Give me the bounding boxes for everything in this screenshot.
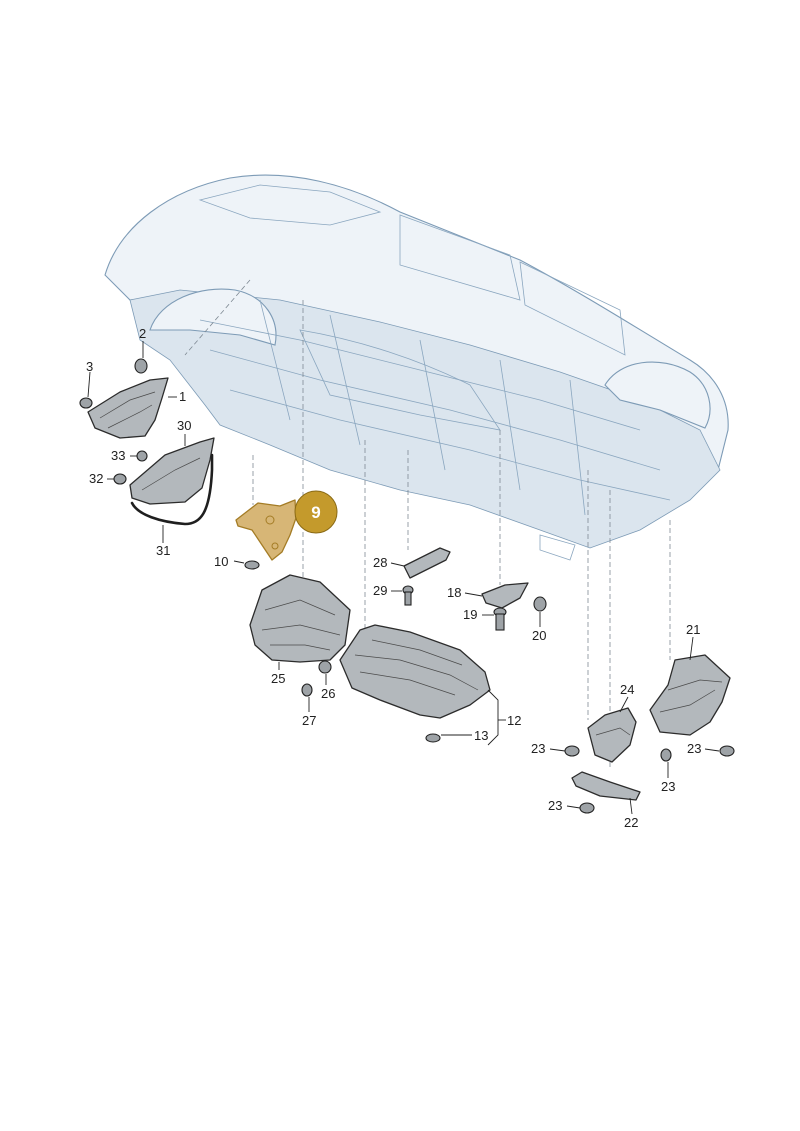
callout-22: 22: [624, 815, 638, 830]
callout-32: 32: [89, 471, 103, 486]
callout-23d: 23: [548, 798, 562, 813]
fastener-32-icon: [113, 473, 127, 485]
callout-28: 28: [373, 555, 387, 570]
leader-lines: [87, 341, 720, 815]
vehicle-underbody: [104, 174, 729, 561]
callout-33: 33: [111, 448, 125, 463]
fastener-33-icon: [136, 450, 148, 462]
part-9-bracket-highlighted[interactable]: [235, 499, 297, 561]
fastener-23c-icon: [719, 745, 735, 757]
part-1-wheel-arch-shield: [87, 377, 169, 439]
part-30-underbody-shield: [129, 437, 215, 505]
callout-23c: 23: [687, 741, 701, 756]
fastener-3-icon: [79, 397, 93, 409]
callout-23b: 23: [661, 779, 675, 794]
callout-18: 18: [447, 585, 461, 600]
part-28-bracket: [403, 547, 451, 579]
fastener-13-icon: [425, 733, 441, 743]
highlight-badge-label: 9: [311, 503, 320, 522]
callout-20: 20: [532, 628, 546, 643]
callout-21: 21: [686, 622, 700, 637]
part-25-heat-shield: [249, 574, 351, 663]
callout-26: 26: [321, 686, 335, 701]
part-21-front-shield: [649, 654, 731, 736]
callout-12: 12: [507, 713, 521, 728]
fastener-20-icon: [533, 596, 547, 612]
callout-24: 24: [620, 682, 634, 697]
bolt-29-icon: [402, 585, 414, 606]
fastener-26-icon: [318, 660, 332, 674]
highlight-badge[interactable]: 9: [294, 490, 338, 534]
fastener-27-icon: [301, 683, 313, 697]
fastener-23b-icon: [660, 748, 672, 762]
part-31-seal: [130, 453, 214, 526]
callout-27: 27: [302, 713, 316, 728]
fastener-10-icon: [244, 560, 260, 570]
callout-25: 25: [271, 671, 285, 686]
part-24-guide: [587, 707, 637, 763]
part-12-tunnel-heat-shield: [339, 624, 491, 719]
callout-1: 1: [179, 389, 186, 404]
callout-19: 19: [463, 607, 477, 622]
bolt-19-icon: [493, 607, 507, 631]
fastener-2-icon: [134, 358, 148, 374]
callout-13: 13: [474, 728, 488, 743]
callout-23a: 23: [531, 741, 545, 756]
callout-31: 31: [156, 543, 170, 558]
callout-3: 3: [86, 359, 93, 374]
part-22-plate: [571, 771, 641, 801]
part-18-shield: [481, 582, 529, 609]
callout-10: 10: [214, 554, 228, 569]
fastener-23d-icon: [579, 802, 595, 814]
callout-2: 2: [139, 326, 146, 341]
callout-30: 30: [177, 418, 191, 433]
callout-29: 29: [373, 583, 387, 598]
fastener-23a-icon: [564, 745, 580, 757]
callout-labels: 1 2 3 10 12 13 18 19 20 21 22 23 23 23 2…: [86, 326, 701, 830]
